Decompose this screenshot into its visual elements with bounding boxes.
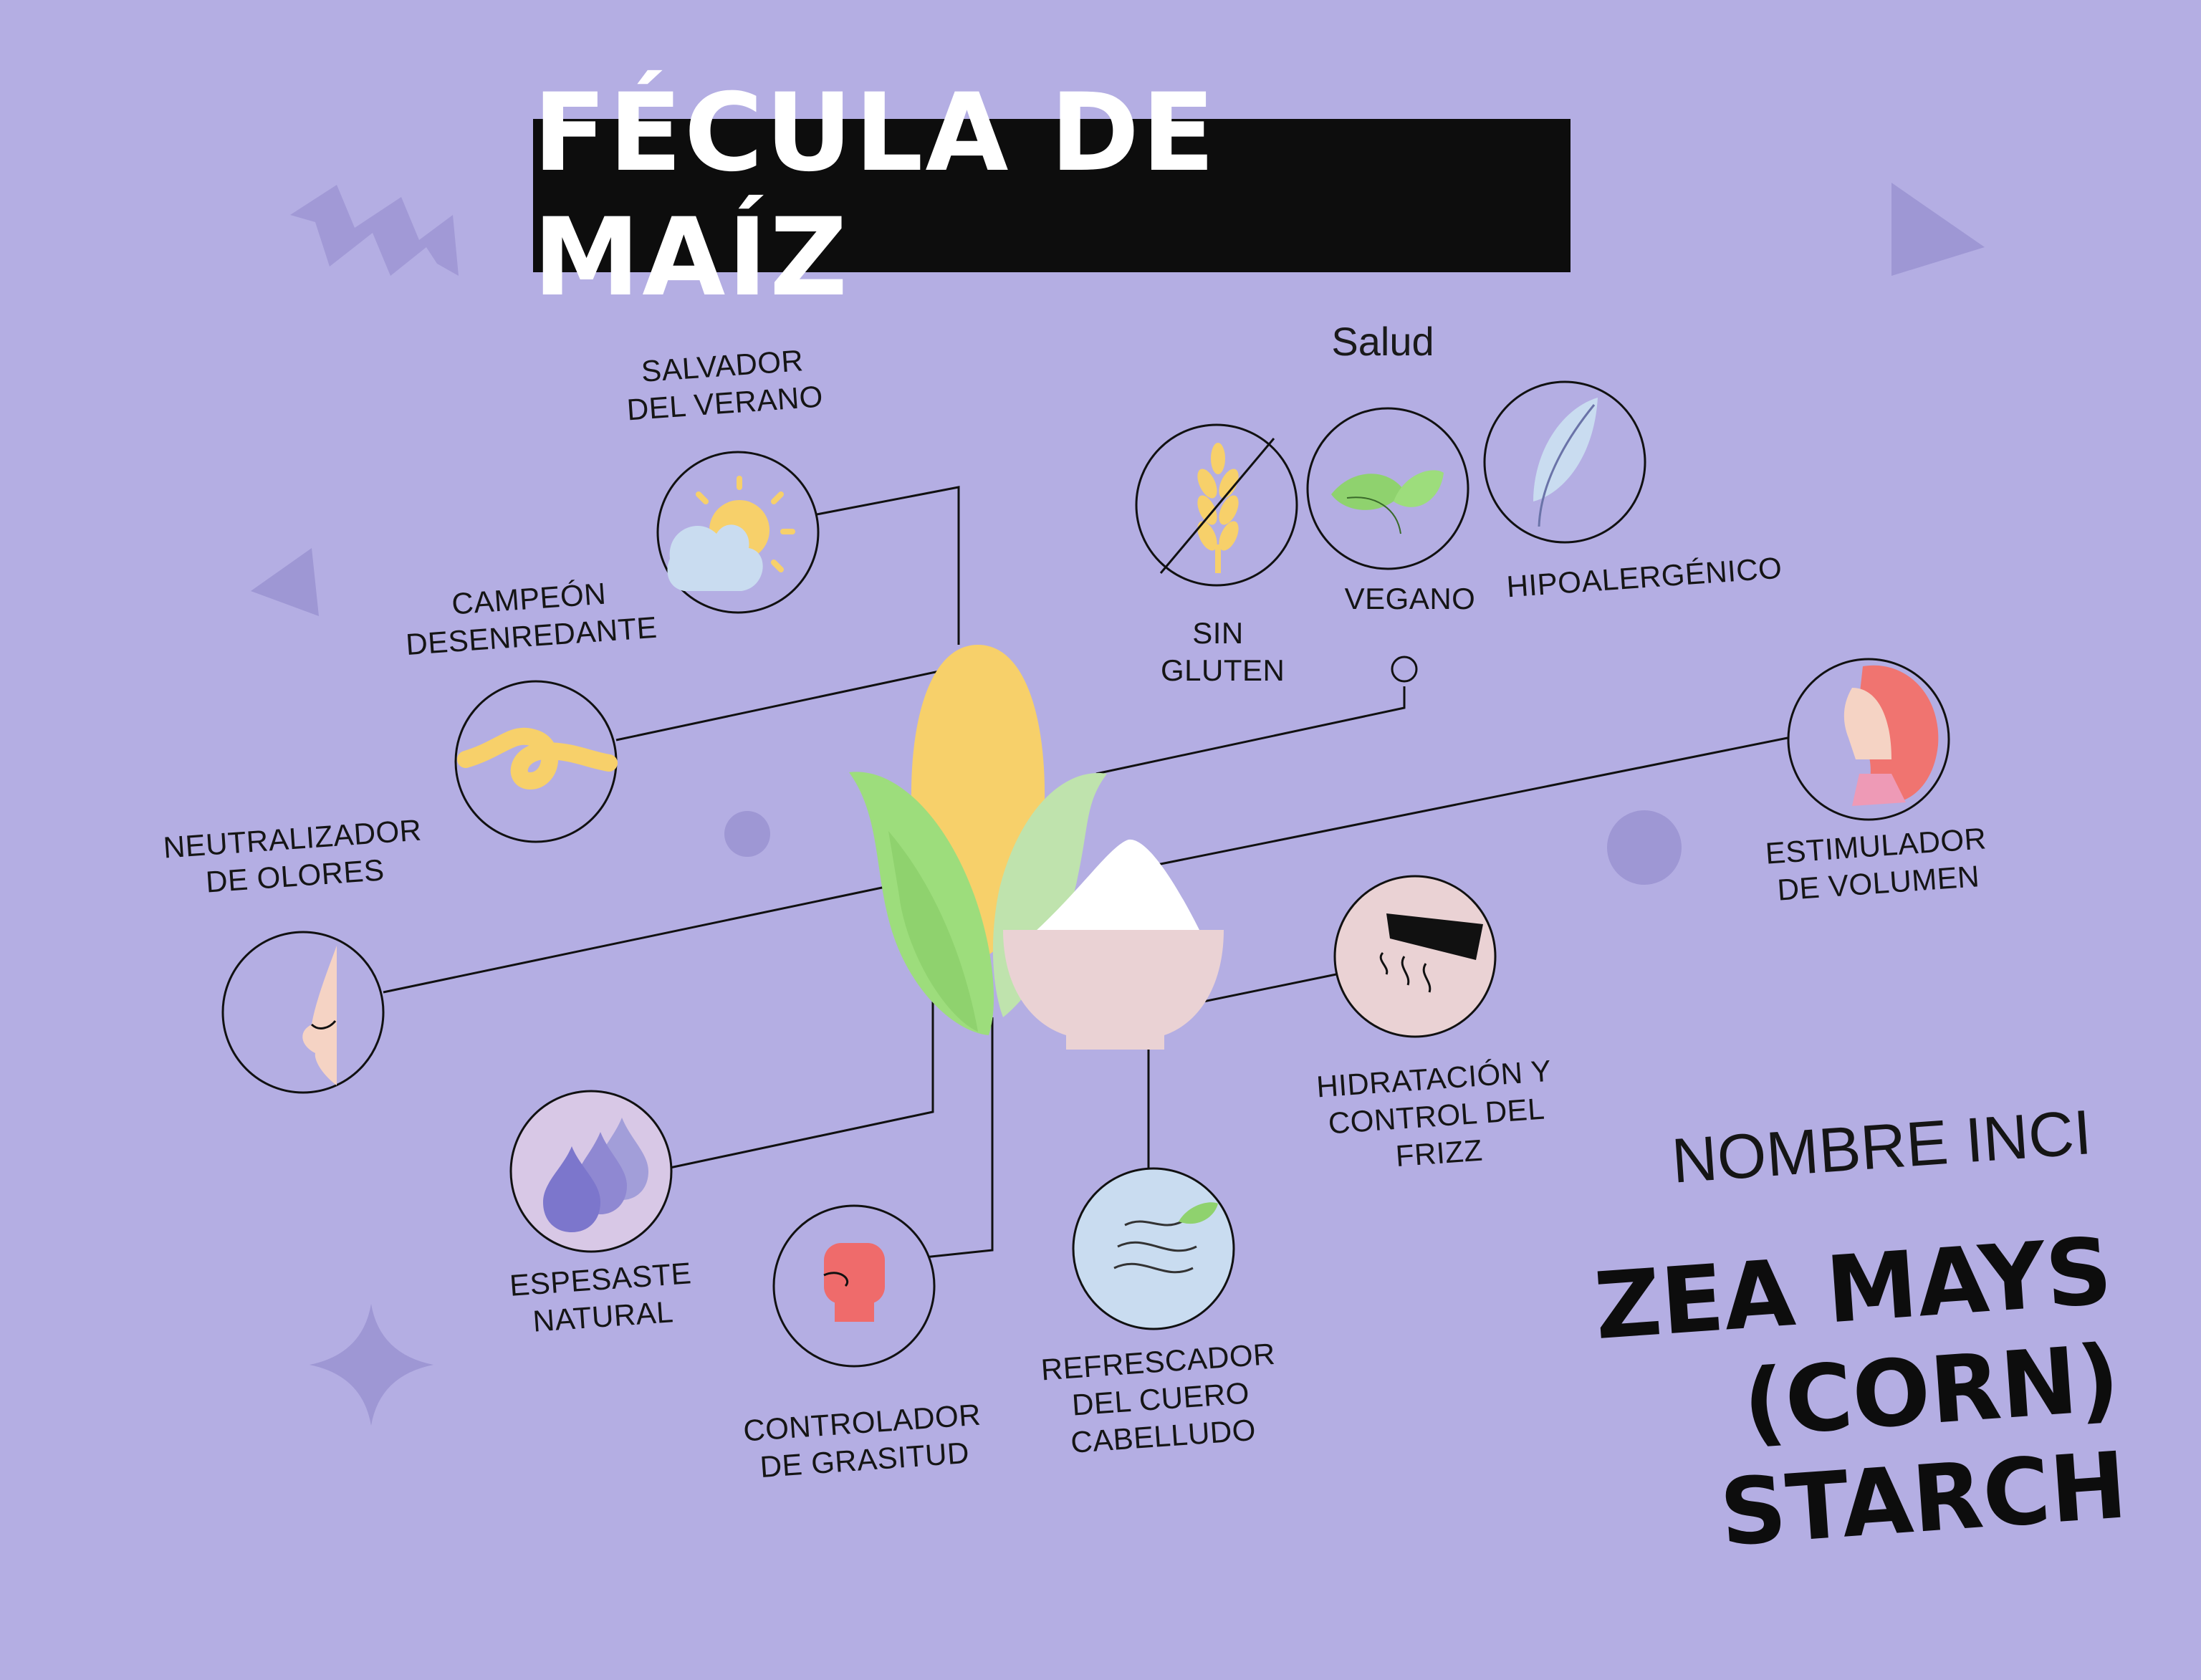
label-vegano: VEGANO: [1338, 580, 1482, 618]
bowl: [1003, 930, 1224, 1050]
zigzag-decoration: [290, 185, 459, 276]
line-estimulador: [1146, 736, 1788, 868]
label-line: GLUTEN: [1161, 653, 1285, 687]
dot-decoration-small: [724, 811, 770, 857]
woman-profile-icon: [1787, 658, 1950, 821]
icon-circles: [221, 380, 1950, 1368]
line-neutralizador: [383, 883, 896, 994]
boxing-glove-icon: [772, 1204, 936, 1368]
husk-left-front: [888, 831, 978, 1032]
line-salud: [1095, 686, 1406, 775]
line-espesaste: [669, 989, 934, 1169]
label-espesaste: ESPESASTE NATURAL: [496, 1254, 709, 1343]
page-title: FÉCULA DE MAÍZ: [533, 71, 1217, 320]
wind-leaf-icon: [1072, 1167, 1235, 1330]
wheat-crossed-icon: [1135, 423, 1298, 587]
label-salvador: SALVADOR DEL VERANO: [614, 340, 834, 430]
knot-icon: [454, 680, 618, 843]
dot-decoration-large: [1607, 810, 1682, 885]
drops-icon: [509, 1090, 673, 1253]
salud-heading: Salud: [1331, 319, 1434, 364]
label-refrescador: REFRESCADOR DEL CUERO CABELLUDO: [1032, 1335, 1290, 1464]
line-salvador: [816, 486, 960, 645]
title-banner: FÉCULA DE MAÍZ: [533, 71, 1571, 320]
feather-icon: [1483, 380, 1646, 544]
nose-icon: [221, 931, 385, 1094]
salud-connector-dot: [1391, 656, 1418, 683]
label-sin-gluten: SIN GLUTEN: [1161, 615, 1285, 689]
triangle-decoration-right: [1891, 183, 1985, 276]
comb-icon: [1333, 875, 1497, 1038]
leaves-icon: [1306, 407, 1469, 570]
connector-lines: [383, 486, 1788, 1259]
label-hidratacion: HIDRATACIÓN Y CONTROL DEL FRIZZ: [1297, 1051, 1576, 1181]
line-controlador: [924, 1017, 994, 1259]
sun-cloud-icon: [656, 451, 820, 614]
corn-bowl-illustration: [849, 645, 1224, 1050]
sparkle-decoration: [310, 1304, 433, 1426]
label-line: SIN: [1192, 616, 1244, 650]
powder-mound: [1035, 839, 1200, 931]
label-line: VEGANO: [1344, 582, 1476, 615]
line-hidratacion: [1196, 973, 1337, 1004]
line-campeon: [615, 668, 946, 741]
triangle-decoration-left: [251, 548, 319, 616]
decorations: [251, 183, 1985, 1426]
inci-name: ZEA MAYS (CORN) STARCH: [1336, 1218, 2131, 1593]
